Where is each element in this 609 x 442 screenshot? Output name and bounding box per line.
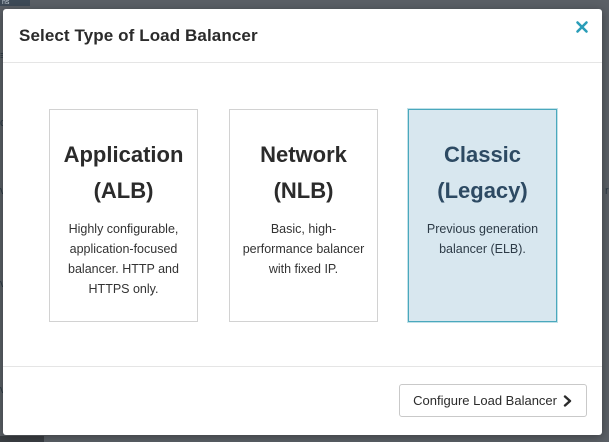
- card-title-line-2: (ALB): [93, 178, 154, 203]
- application-lb-card[interactable]: Application (ALB) Highly configurable, a…: [49, 109, 198, 322]
- card-description: Previous generation balancer (ELB).: [426, 222, 539, 256]
- background-sidebar-fragment: v: [0, 185, 4, 197]
- network-lb-card[interactable]: Network (NLB) Basic, high-performance ba…: [229, 109, 378, 322]
- modal-footer: Configure Load Balancer: [3, 367, 602, 435]
- background-sidebar-fragment: ≡: [0, 50, 4, 62]
- card-description: Basic, high-performance balancer with fi…: [242, 222, 365, 276]
- card-title-line-1: Classic: [443, 142, 522, 167]
- modal-title: Select Type of Load Balancer: [19, 26, 258, 45]
- background-sidebar-fragment: c: [0, 117, 4, 129]
- classic-lb-card[interactable]: Classic (Legacy) Previous generation bal…: [408, 109, 557, 322]
- background-sidebar-fragment: v: [0, 384, 4, 396]
- card-description: Highly configurable, application-focused…: [68, 222, 179, 296]
- card-title: Application (ALB): [50, 137, 197, 209]
- card-title-line-2: (NLB): [273, 178, 334, 203]
- background-right-fragment: r: [605, 185, 609, 197]
- background-bottom-strip: [0, 436, 44, 442]
- configure-load-balancer-button[interactable]: Configure Load Balancer: [399, 384, 587, 417]
- background-tab: ns: [0, 0, 30, 6]
- chevron-right-icon: [563, 394, 572, 407]
- card-title-line-1: Network: [260, 142, 347, 167]
- card-title-line-1: Application: [63, 142, 184, 167]
- modal-body: Application (ALB) Highly configurable, a…: [3, 63, 602, 367]
- background-sidebar-fragment: v: [0, 278, 4, 290]
- configure-button-label: Configure Load Balancer: [413, 393, 557, 408]
- load-balancer-modal: Select Type of Load Balancer Application…: [3, 9, 602, 435]
- close-icon[interactable]: [574, 19, 590, 35]
- card-title: Network (NLB): [230, 137, 377, 209]
- card-title-line-2: (Legacy): [437, 178, 528, 203]
- modal-header: Select Type of Load Balancer: [3, 9, 602, 63]
- card-title: Classic (Legacy): [409, 137, 556, 209]
